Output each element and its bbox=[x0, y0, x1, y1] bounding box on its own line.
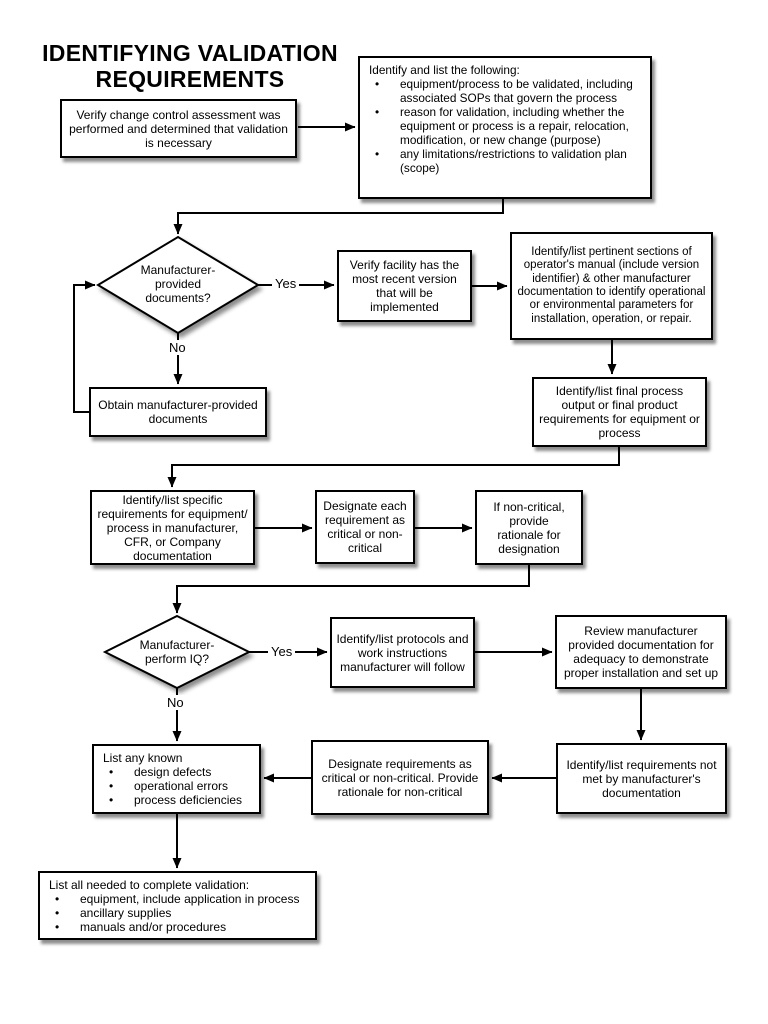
flow-box-pertinent-sections-text: Identify/list pertinent sections of oper… bbox=[517, 246, 706, 325]
bullet-text: process deficiencies bbox=[134, 793, 243, 807]
flow-box-designate-requirements-rationale: Designate requirements as critical or no… bbox=[311, 740, 489, 815]
flow-box-identify-and-list: Identify and list the following: • equip… bbox=[358, 56, 652, 199]
flow-box-final-process-output-text: Identify/list final process output or fi… bbox=[539, 384, 700, 440]
decision-manufacturer-provided-documents: Manufacturer-provided documents? bbox=[140, 263, 216, 305]
bullet-glyph: • bbox=[375, 105, 380, 119]
bullet-item: • manuals and/or procedures bbox=[49, 920, 311, 934]
flow-box-review-manufacturer-documentation: Review manufacturer provided documentati… bbox=[555, 615, 727, 689]
arrow-final-to-specific bbox=[167, 447, 620, 488]
bullet-text: equipment/process to be validated, inclu… bbox=[400, 77, 633, 105]
bullet-glyph: • bbox=[55, 906, 60, 920]
label-no-documents: No bbox=[166, 340, 189, 355]
decision-manufacturer-perform-iq: Manufacturer-perform IQ? bbox=[139, 638, 215, 666]
bullet-glyph: • bbox=[109, 779, 114, 793]
bullet-text: reason for validation, including whether… bbox=[400, 105, 629, 147]
flow-box-verify-change-control-text: Verify change control assessment was per… bbox=[69, 107, 288, 150]
bullet-item: • equipment/process to be validated, inc… bbox=[369, 77, 646, 105]
bullet-text: ancillary supplies bbox=[80, 906, 172, 920]
page-title-line1: IDENTIFYING VALIDATION bbox=[42, 40, 338, 66]
bullet-text: manuals and/or procedures bbox=[80, 920, 227, 934]
bullet-text: design defects bbox=[134, 765, 212, 779]
arrow-noncritical-to-iq-decision bbox=[172, 565, 530, 614]
flow-box-identify-and-list-heading: Identify and list the following: bbox=[369, 63, 520, 77]
label-yes-documents: Yes bbox=[272, 276, 300, 291]
flow-box-list-known-defects-heading: List any known bbox=[103, 751, 183, 765]
bullet-text: any limitations/restrictions to validati… bbox=[400, 147, 627, 175]
bullet-glyph: • bbox=[375, 77, 380, 91]
flow-box-noncritical-rationale: If non-critical, provide rationale for d… bbox=[475, 490, 583, 565]
flow-box-specific-requirements: Identify/list specific requirements for … bbox=[90, 490, 255, 565]
flow-box-specific-requirements-text: Identify/list specific requirements for … bbox=[97, 492, 248, 563]
decision-manufacturer-perform-iq-shape bbox=[102, 614, 252, 690]
bullet-item: • reason for validation, including wheth… bbox=[369, 105, 646, 147]
flow-box-requirements-not-met-text: Identify/list requirements not met by ma… bbox=[566, 757, 717, 800]
page-title-line2: REQUIREMENTS bbox=[95, 66, 285, 92]
bullet-item: • design defects bbox=[103, 765, 255, 779]
label-yes-iq: Yes bbox=[268, 644, 296, 659]
flow-box-protocols-work-instructions: Identify/list protocols and work instruc… bbox=[330, 617, 475, 688]
label-no-iq: No bbox=[164, 695, 187, 710]
page-title: IDENTIFYING VALIDATION REQUIREMENTS bbox=[30, 40, 350, 92]
bullet-item: • process deficiencies bbox=[103, 793, 255, 807]
flow-box-verify-change-control: Verify change control assessment was per… bbox=[60, 99, 297, 158]
arrow-identify-to-docs-decision bbox=[173, 199, 504, 235]
bullet-text: operational errors bbox=[134, 779, 229, 793]
bullet-item: • equipment, include application in proc… bbox=[49, 892, 311, 906]
bullet-glyph: • bbox=[109, 793, 114, 807]
flow-box-obtain-documents: Obtain manufacturer-provided documents bbox=[89, 387, 267, 437]
bullet-text: equipment, include application in proces… bbox=[80, 892, 300, 906]
flow-box-review-manufacturer-documentation-text: Review manufacturer provided documentati… bbox=[563, 624, 719, 680]
flow-box-requirements-not-met: Identify/list requirements not met by ma… bbox=[556, 743, 727, 814]
flow-box-verify-facility-version-text: Verify facility has the most recent vers… bbox=[349, 258, 460, 314]
flow-box-list-all-needed: List all needed to complete validation: … bbox=[38, 871, 317, 940]
bullet-item: • ancillary supplies bbox=[49, 906, 311, 920]
flow-box-obtain-documents-text: Obtain manufacturer-provided documents bbox=[98, 398, 258, 426]
bullet-glyph: • bbox=[375, 147, 380, 161]
bullet-item: • operational errors bbox=[103, 779, 255, 793]
arrow-obtain-loop-back bbox=[73, 280, 96, 413]
flow-box-pertinent-sections: Identify/list pertinent sections of oper… bbox=[510, 232, 713, 340]
bullet-item: • any limitations/restrictions to valida… bbox=[369, 147, 646, 175]
flow-box-list-known-defects: List any known • design defects • operat… bbox=[92, 744, 261, 814]
flow-box-noncritical-rationale-text: If non-critical, provide rationale for d… bbox=[493, 499, 565, 556]
bullet-glyph: • bbox=[55, 892, 60, 906]
bullet-glyph: • bbox=[109, 765, 114, 779]
decision-manufacturer-provided-documents-shape bbox=[96, 235, 260, 335]
flow-box-designate-each-requirement: Designate each requirement as critical o… bbox=[315, 490, 415, 564]
bullet-glyph: • bbox=[55, 920, 60, 934]
flow-box-designate-each-requirement-text: Designate each requirement as critical o… bbox=[323, 499, 407, 555]
flow-box-protocols-work-instructions-text: Identify/list protocols and work instruc… bbox=[336, 631, 469, 674]
flow-box-list-all-needed-heading: List all needed to complete validation: bbox=[49, 878, 250, 892]
flow-box-designate-requirements-rationale-text: Designate requirements as critical or no… bbox=[321, 756, 479, 799]
flow-box-final-process-output: Identify/list final process output or fi… bbox=[532, 377, 707, 447]
flow-box-verify-facility-version: Verify facility has the most recent vers… bbox=[337, 250, 472, 322]
